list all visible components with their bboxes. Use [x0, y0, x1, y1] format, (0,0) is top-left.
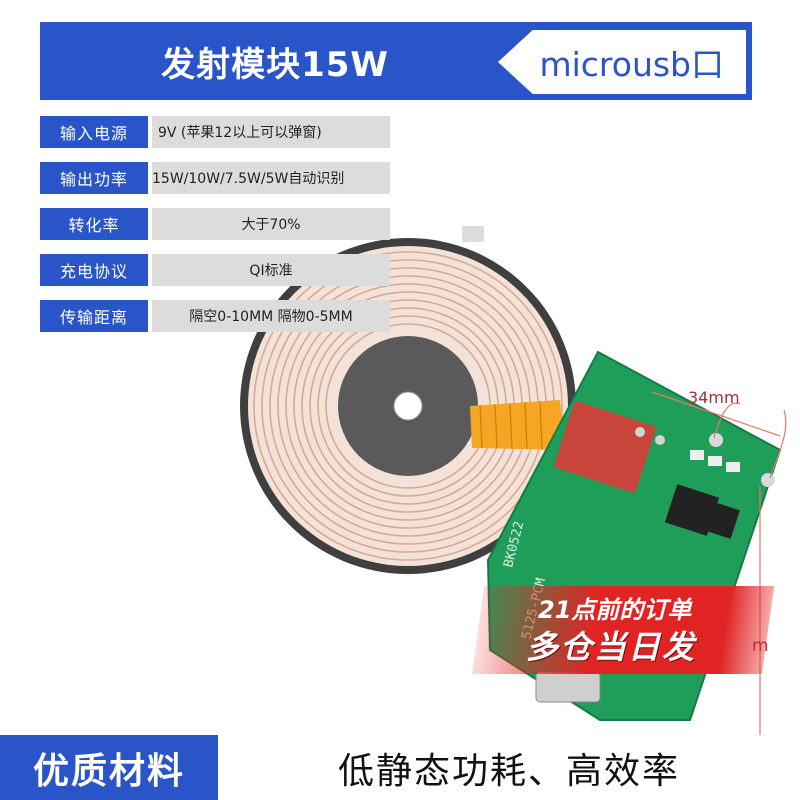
pcb-silkscreen-1: BK0522: [501, 520, 527, 569]
promo-line-1: 21点前的订单: [538, 596, 692, 624]
port-type-tag: microusb口: [498, 30, 746, 94]
spec-label: 转化率: [40, 208, 148, 240]
spec-label: 输出功率: [40, 162, 148, 194]
spec-label: 充电协议: [40, 254, 148, 286]
footer-quality-badge: 优质材料: [0, 735, 218, 800]
spec-value: 大于70%: [152, 208, 390, 240]
spec-row-protocol: 充电协议 QI标准: [40, 254, 390, 286]
page-title: 发射模块15W: [161, 44, 389, 85]
spec-label: 输入电源: [40, 116, 148, 148]
dimension-width-label: 34mm: [688, 388, 740, 407]
spec-row-input-power: 输入电源 9V (苹果12以上可以弹窗): [40, 116, 390, 148]
spec-row-output-power: 输出功率 15W/10W/7.5W/5W自动识别: [40, 162, 390, 194]
promo-line-2: 多仓当日发: [526, 628, 697, 666]
footer-feature-text: 低静态功耗、高效率: [218, 735, 800, 800]
spec-value: 15W/10W/7.5W/5W自动识别: [152, 162, 390, 194]
spec-value: QI标准: [152, 254, 390, 286]
spec-label: 传输距离: [40, 300, 148, 332]
spec-row-distance: 传输距离 隔空0-10MM 隔物0-5MM: [40, 300, 390, 332]
spec-value: 隔空0-10MM 隔物0-5MM: [152, 300, 390, 332]
promo-banner: 21点前的订单 多仓当日发: [471, 586, 775, 674]
spec-row-efficiency: 转化率 大于70%: [40, 208, 390, 240]
spec-value: 9V (苹果12以上可以弹窗): [152, 116, 390, 148]
dimension-lines: [651, 391, 787, 760]
